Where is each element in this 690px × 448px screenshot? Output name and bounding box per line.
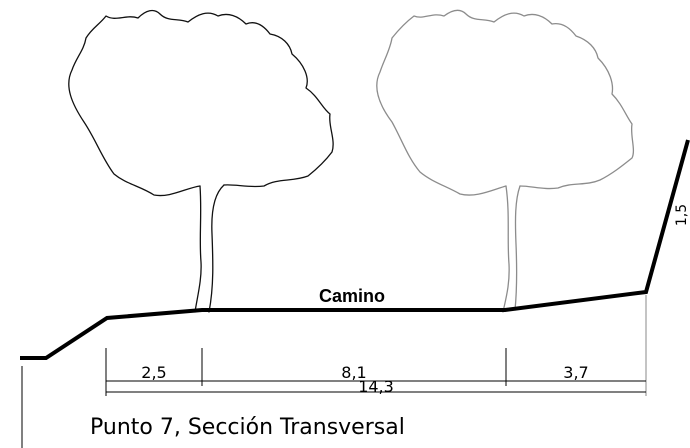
dimension-road-width: 8,1 [341, 363, 366, 382]
tree-left-crown [68, 9, 334, 197]
section-caption: Punto 7, Sección Transversal [90, 415, 405, 440]
tree-left-trunk-left [194, 185, 202, 313]
ground-profile [20, 139, 690, 360]
tree-right [376, 9, 635, 313]
dimension-total-width: 14,3 [358, 377, 394, 396]
tree-right-trunk-left [502, 185, 510, 313]
road-label: Camino [319, 286, 385, 306]
dimension-left-shoulder: 2,5 [141, 363, 166, 382]
tree-right-trunk-right [514, 185, 521, 311]
dimension-right-shoulder: 3,7 [563, 363, 588, 382]
right-edge-height-label: 1,5 [674, 204, 690, 226]
tree-left-trunk-right [208, 184, 225, 313]
tree-right-crown [376, 9, 635, 196]
tree-left [68, 9, 334, 313]
